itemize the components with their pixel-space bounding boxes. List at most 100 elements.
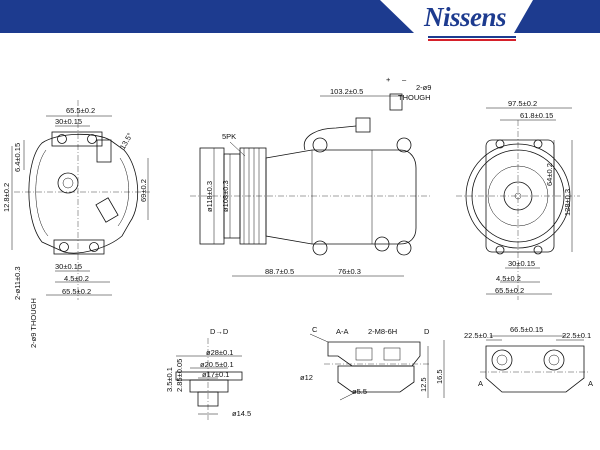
left-shaft-circle xyxy=(57,172,79,194)
dim-13-5-deg: 13.5° xyxy=(118,131,135,151)
dim-phi118: ø118±0.3 xyxy=(205,181,214,212)
dim-65-5-right: 65.5±0.2 xyxy=(495,286,524,295)
detail-d: D→D ø28±0.1 ø20.5±0.1 ø17±0.1 3.5±0.1 2.… xyxy=(165,327,251,420)
dim-128-right: 128±0.3 xyxy=(563,189,572,216)
detail-bottom: 66.5±0.15 22.5±0.1 22.5±0.1 A A xyxy=(464,325,593,393)
dim-65-5-top: 65.5±0.2 xyxy=(66,106,95,115)
right-mount-hole-3 xyxy=(495,245,505,255)
dim-65-5-bot: 65.5±0.2 xyxy=(62,287,91,296)
section-outline-bottom xyxy=(337,365,415,393)
dim-30-bot: 30±0.15 xyxy=(55,262,82,271)
dim-61-8: 61.8±0.15 xyxy=(520,111,553,120)
detail-section: C A-A 2-M8-6H D ø12 ø5.5 12.5 16.5 xyxy=(300,325,445,401)
left-port xyxy=(95,197,119,223)
left-ear-hole-1 xyxy=(57,134,67,144)
right-view: 97.5±0.2 61.8±0.15 64±0.2 128±0.3 30±0.1… xyxy=(456,99,580,300)
left-bottom-hole-1 xyxy=(59,242,69,252)
label-a-a: A-A xyxy=(336,327,349,336)
dim-103-2: 103.2±0.5 xyxy=(330,87,363,96)
dim-4-5-right: 4.5±0.2 xyxy=(496,274,521,283)
dim-76: 76±0.3 xyxy=(338,267,361,276)
left-ear-hole-2 xyxy=(87,134,97,144)
left-view: 65.5±0.2 30±0.15 6.4±0.15 13.5° 12.8±0.2… xyxy=(2,100,150,348)
section-outline-top xyxy=(327,341,421,367)
wire-harness xyxy=(303,125,357,151)
dim-88-7: 88.7±0.5 xyxy=(265,267,294,276)
dim-12-5: 12.5 xyxy=(419,377,428,392)
connector-minus: – xyxy=(402,75,407,84)
dim-phi108: ø108±0.3 xyxy=(221,180,230,212)
detail-b-port-2-inner xyxy=(548,354,560,366)
detail-d-label: D→D xyxy=(210,327,229,336)
dim-phi20-5: ø20.5±0.1 xyxy=(200,360,234,369)
label-m8: 2-M8-6H xyxy=(368,327,397,336)
mid-mount-hole-3 xyxy=(312,240,328,256)
section-mark-a-right: A xyxy=(588,379,593,388)
left-bottom-hole-2 xyxy=(89,242,99,252)
left-top-ears xyxy=(51,131,103,147)
wire-connector xyxy=(355,117,371,133)
dim-2-phi9-though: 2-ø9 THOUGH xyxy=(29,298,38,348)
banner-left-shape xyxy=(0,0,414,33)
mid-mount-hole-2 xyxy=(396,137,412,153)
mid-mount-hole-4 xyxy=(396,240,412,256)
middle-view: + – 103.2±0.5 2-ø9 THOUGH 5PK ø118±0.3 ø… xyxy=(190,75,431,277)
compressor-body xyxy=(265,149,417,245)
label-phi5-5: ø5.5 xyxy=(352,387,367,396)
leader-c xyxy=(309,333,329,343)
detail-b-port-2 xyxy=(543,349,565,371)
detail-b-body xyxy=(485,345,585,393)
mid-mount-hole-5 xyxy=(374,236,390,252)
detail-b-port-1-inner xyxy=(496,354,508,366)
dim-4-5: 4.5±0.2 xyxy=(64,274,89,283)
dim-phi17: ø17±0.1 xyxy=(202,370,229,379)
leader-phi5 xyxy=(339,391,357,401)
left-bottom-ears xyxy=(53,239,105,255)
left-body-outline xyxy=(28,133,139,254)
dim-12-8: 12.8±0.2 xyxy=(2,183,11,212)
dim-64-right: 64±0.2 xyxy=(545,163,554,186)
detail-b-port-1 xyxy=(491,349,513,371)
header-banner xyxy=(0,0,600,33)
leader-5pk xyxy=(229,141,246,157)
left-body-inner xyxy=(35,149,129,237)
dim-22-5-left: 22.5±0.1 xyxy=(464,331,493,340)
dim-phi14-5: ø14.5 xyxy=(232,409,251,418)
connector-plus: + xyxy=(386,75,391,84)
dim-2-phi9-mid: 2-ø9 xyxy=(416,83,431,92)
left-top-port xyxy=(96,139,112,163)
right-mount-hole-4 xyxy=(533,245,543,255)
dim-22-5-right: 22.5±0.1 xyxy=(562,331,591,340)
left-shaft-inner xyxy=(62,177,74,189)
dim-30-top: 30±0.15 xyxy=(55,117,82,126)
label-c: C xyxy=(312,325,318,334)
dim-30-right: 30±0.15 xyxy=(508,259,535,268)
label-d: D xyxy=(424,327,430,336)
detail-d-body xyxy=(189,379,229,393)
dim-66-5: 66.5±0.15 xyxy=(510,325,543,334)
mid-mount-hole-1 xyxy=(312,137,328,153)
dim-16-5: 16.5 xyxy=(435,369,444,384)
dim-2-phi11: 2-ø11±0.3 xyxy=(13,266,22,300)
dim-2-85: 2.85±0.05 xyxy=(175,359,184,392)
section-mark-a-left: A xyxy=(478,379,483,388)
dim-6-4: 6.4±0.15 xyxy=(13,143,22,172)
logo-underline-blue xyxy=(428,36,516,38)
dim-phi28: ø28±0.1 xyxy=(206,348,233,357)
section-bore-2 xyxy=(383,347,401,361)
nissens-logo: Nissens xyxy=(424,2,524,41)
banner-right-shape xyxy=(514,0,600,33)
dim-69: 69±0.2 xyxy=(139,179,148,202)
dim-though-mid: THOUGH xyxy=(398,93,431,102)
section-bore-1 xyxy=(355,347,373,361)
label-phi12: ø12 xyxy=(300,373,313,382)
logo-wordmark: Nissens xyxy=(424,2,507,32)
right-mount-hole-2 xyxy=(533,139,543,149)
dim-97-5: 97.5±0.2 xyxy=(508,99,537,108)
right-mount-hole-1 xyxy=(495,139,505,149)
dim-5pk: 5PK xyxy=(222,132,236,141)
dim-3-5: 3.5±0.1 xyxy=(165,367,174,392)
logo-underline-red xyxy=(428,39,516,41)
connector-pin-view xyxy=(389,93,403,111)
